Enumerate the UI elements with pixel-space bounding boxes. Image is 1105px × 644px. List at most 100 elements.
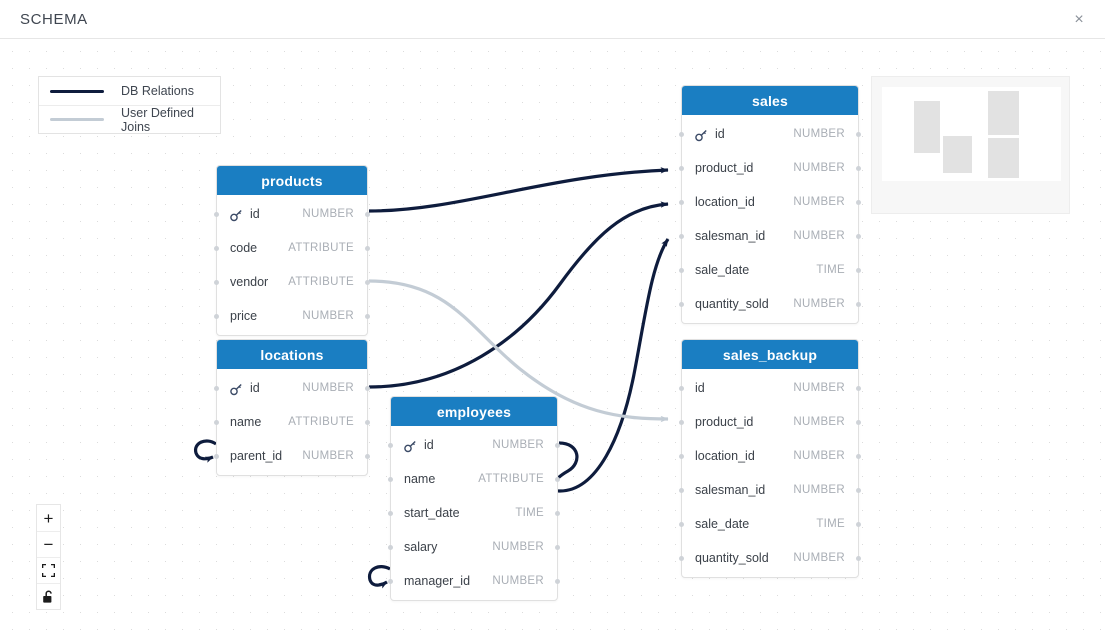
column-port-right[interactable] [856, 385, 861, 391]
column-port-left[interactable] [679, 555, 684, 561]
column-type: ATTRIBUTE [288, 242, 354, 254]
zoom-out-button[interactable]: − [37, 531, 60, 557]
column-type: NUMBER [793, 382, 845, 394]
column-port-left[interactable] [214, 211, 219, 217]
column-name: quantity_sold [695, 551, 769, 565]
column-port-right[interactable] [856, 131, 861, 137]
column-port-left[interactable] [214, 419, 219, 425]
column-port-right[interactable] [555, 544, 560, 550]
column-port-right[interactable] [856, 301, 861, 307]
minimap[interactable] [871, 76, 1070, 214]
column-port-left[interactable] [214, 453, 219, 459]
column-port-right[interactable] [365, 211, 370, 217]
column-type: TIME [515, 507, 544, 519]
column-port-right[interactable] [856, 165, 861, 171]
column-port-left[interactable] [214, 385, 219, 391]
column-port-left[interactable] [388, 442, 393, 448]
column-port-right[interactable] [365, 279, 370, 285]
column-port-right[interactable] [365, 453, 370, 459]
column-port-left[interactable] [388, 510, 393, 516]
column-port-left[interactable] [679, 267, 684, 273]
column-port-left[interactable] [679, 301, 684, 307]
fit-to-screen-button[interactable] [37, 557, 60, 583]
column-port-left[interactable] [388, 544, 393, 550]
column-port-left[interactable] [679, 419, 684, 425]
schema-canvas[interactable]: DB Relations User Defined Joins products… [0, 39, 1105, 644]
column-name: salesman_id [695, 483, 766, 497]
column-port-right[interactable] [856, 555, 861, 561]
column-port-right[interactable] [365, 313, 370, 319]
column-port-left[interactable] [214, 245, 219, 251]
column-port-right[interactable] [856, 199, 861, 205]
column-port-left[interactable] [679, 521, 684, 527]
column-port-right[interactable] [856, 233, 861, 239]
column-port-left[interactable] [679, 487, 684, 493]
edge-employees-id-to-sales-salesman-id [551, 238, 670, 493]
column-port-right[interactable] [555, 510, 560, 516]
column-port-right[interactable] [555, 578, 560, 584]
close-icon[interactable]: × [1074, 11, 1084, 28]
column-name: product_id [695, 161, 754, 175]
zoom-controls: + − [36, 504, 61, 610]
column-port-left[interactable] [214, 313, 219, 319]
column-type: TIME [816, 518, 845, 530]
column-port-right[interactable] [365, 245, 370, 251]
column-port-left[interactable] [679, 199, 684, 205]
column-port-right[interactable] [856, 487, 861, 493]
column-port-right[interactable] [555, 442, 560, 448]
primary-key-icon [404, 440, 417, 453]
column-name: parent_id [230, 449, 283, 463]
column-port-right[interactable] [555, 476, 560, 482]
column-port-left[interactable] [388, 476, 393, 482]
column-port-left[interactable] [679, 131, 684, 137]
column-port-left[interactable] [679, 385, 684, 391]
column-port-right[interactable] [856, 419, 861, 425]
column-port-left[interactable] [679, 165, 684, 171]
column-port-right[interactable] [365, 419, 370, 425]
column-row[interactable]: product_id NUMBER [679, 151, 861, 185]
column-port-right[interactable] [856, 521, 861, 527]
column-type: NUMBER [793, 162, 845, 174]
column-port-right[interactable] [856, 267, 861, 273]
lock-button[interactable] [37, 583, 60, 609]
column-port-left[interactable] [388, 578, 393, 584]
zoom-in-button[interactable]: + [37, 505, 60, 531]
column-name: location_id [695, 449, 755, 463]
column-port-left[interactable] [679, 233, 684, 239]
column-port-right[interactable] [365, 385, 370, 391]
column-port-left[interactable] [214, 279, 219, 285]
column-port-right[interactable] [856, 453, 861, 459]
edge-employees-manager-id-self [367, 565, 391, 589]
column-port-left[interactable] [679, 453, 684, 459]
edge-locations-id-to-sales-location-id [368, 201, 669, 389]
